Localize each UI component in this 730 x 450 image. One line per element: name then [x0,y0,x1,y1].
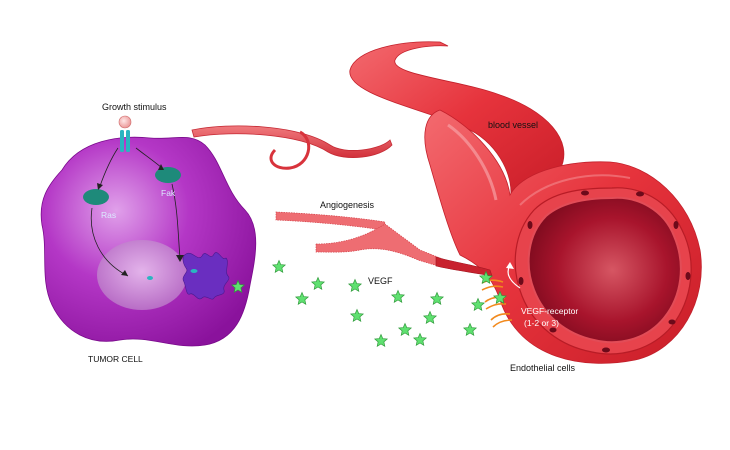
vessel-lumen [527,196,682,344]
vegf-molecule [230,279,246,294]
vegf-molecule [422,310,438,325]
vegf-receptor [485,303,507,310]
endothelial-nucleus [527,221,533,229]
endothelial-nucleus [518,277,524,285]
vegf-molecule [412,332,428,347]
label-angiogenesis: Angiogenesis [320,200,375,210]
endothelial-nucleus [602,347,610,353]
vegf-receptors [481,279,513,328]
ras-protein [83,189,109,205]
signal-arrowhead-icon [506,262,514,269]
growth-stimulus-molecule [118,115,132,129]
endothelial-nucleus [549,327,557,333]
vegf-molecule [373,333,389,348]
vegf-molecule [470,297,486,312]
endothelial-nucleus [636,191,644,197]
arrowheads [97,164,184,276]
label-vegf-receptor: VEGF-receptor [521,306,578,316]
sprout-lower [315,223,441,267]
vegf-molecule [294,291,310,306]
capillary-tube [191,125,393,158]
receptor-right [126,130,130,152]
label-vegf-receptor-types: (1-2 or 3) [524,318,559,328]
vegf-molecule [310,276,326,291]
vegf-receptor [492,319,513,328]
golgi-signal [190,269,198,273]
label-vegf: VEGF [368,276,393,286]
vegf-molecule [397,322,413,337]
label-fak: Fak [161,188,176,198]
vessel-highlight [447,123,498,201]
label-growth-stimulus: Growth stimulus [102,102,167,112]
label-endothelial-cells: Endothelial cells [510,363,576,373]
vegf-molecule [349,308,365,323]
vegf-molecules [230,259,508,348]
blood-vessel [191,41,702,364]
vegf-molecule [347,278,363,293]
label-blood-vessel: blood vessel [488,120,538,130]
vegf-molecule [462,322,478,337]
vegf-molecule [478,270,494,285]
capillary-loop [269,130,311,170]
label-ras: Ras [101,210,116,220]
vegf-molecule [390,289,406,304]
vegf-molecule [492,290,508,305]
endothelial-nucleus [673,221,679,229]
sprout-upper [275,211,386,231]
endothelial-nucleus [668,319,676,325]
vegf-receptor [490,313,511,321]
tumor-cell [40,115,257,347]
vessel-highlight [519,174,631,206]
fak-protein [155,167,181,183]
endothelial-nucleus [685,272,691,280]
nucleus-signal [147,276,153,280]
nucleus [97,240,187,310]
endothelial-nucleus [581,190,589,196]
label-tumor-cell: TUMOR CELL [88,354,143,364]
vegf-molecule [429,291,445,306]
golgi-apparatus [182,252,230,300]
vegf-receptor [481,285,504,291]
vegf-molecule [271,259,287,274]
receptor-left [120,130,124,152]
